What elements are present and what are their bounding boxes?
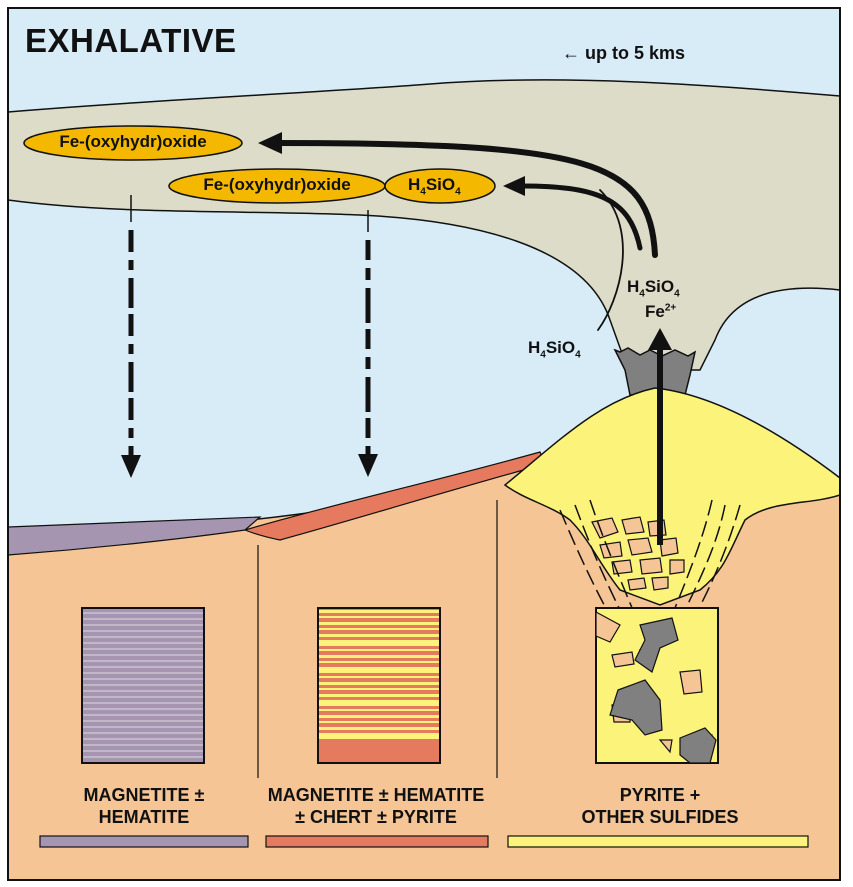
- band-stripe: [318, 718, 440, 721]
- sulfide-mound: [503, 387, 840, 606]
- band-stripe: [318, 661, 440, 663]
- hematite-chert-layer: [243, 451, 546, 541]
- band-stripe: [318, 637, 440, 640]
- band-stripe: [318, 610, 440, 613]
- label-proximal-oxide: Fe-(oxyhydr)oxide: [203, 175, 351, 194]
- band-stripe: [318, 640, 440, 646]
- label-vent-silica: H4SiO4: [627, 277, 680, 300]
- band-stripe: [318, 723, 440, 727]
- band-stripe: [318, 739, 440, 742]
- band-stripe: [318, 622, 440, 625]
- band-stripe: [318, 658, 440, 661]
- legend-bar-magnetite: [39, 835, 249, 848]
- band-stripe: [318, 667, 440, 673]
- label-vent-iron: Fe2+: [645, 302, 677, 321]
- settling-arrow-left: [121, 195, 141, 478]
- band-stripe: [318, 706, 440, 709]
- stockwork-fragments: [591, 516, 685, 591]
- band-stripe: [318, 730, 440, 733]
- band-stripe: [318, 682, 440, 685]
- band-stripe: [318, 651, 440, 655]
- band-stripe: [318, 613, 440, 616]
- legend-swatch-magnetite: [81, 607, 205, 764]
- band-stripe: [318, 700, 440, 706]
- label-plume-silica: H4SiO4: [408, 175, 461, 198]
- depth-note-text: up to 5 kms: [585, 43, 686, 63]
- legend-label-magnetite: MAGNETITE ± HEMATITE: [83, 785, 205, 827]
- band-stripe: [318, 625, 440, 628]
- band-stripe: [318, 697, 440, 700]
- band-stripe: [318, 649, 440, 651]
- arrow-head-upper: [258, 132, 282, 154]
- left-arrow-icon: ←: [562, 43, 580, 63]
- band-stripe: [318, 618, 440, 622]
- band-stripe: [318, 646, 440, 649]
- band-stripe: [318, 709, 440, 711]
- legend-bar-hematite-chert: [265, 835, 489, 848]
- band-stripe: [318, 715, 440, 718]
- label-distal-oxide: Fe-(oxyhydr)oxide: [59, 132, 207, 151]
- band-stripe: [318, 628, 440, 630]
- band-stripe: [318, 630, 440, 634]
- band-stripe: [318, 694, 440, 697]
- band-stripe: [318, 688, 440, 690]
- band-stripe: [318, 663, 440, 667]
- depth-note: ← up to 5 kms: [562, 43, 685, 64]
- pill-silica: [384, 168, 496, 204]
- vent-uplift-arrow-head: [648, 328, 672, 350]
- plume-flow-arrows: [272, 140, 658, 331]
- band-stripe: [318, 616, 440, 618]
- legend-bar-sulfide: [507, 835, 809, 848]
- legend-swatch-sulfide: [595, 607, 719, 764]
- band-stripe: [318, 673, 440, 676]
- legend-label-hematite-chert: MAGNETITE ± HEMATITE ± CHERT ± PYRITE: [267, 785, 485, 827]
- band-stripe: [318, 733, 440, 739]
- band-stripe: [318, 727, 440, 730]
- legend-swatch-hematite-chert: [317, 607, 441, 764]
- band-stripe: [318, 634, 440, 637]
- band-stripe: [318, 721, 440, 723]
- settling-arrow-right: [358, 210, 378, 477]
- band-stripe: [318, 711, 440, 715]
- band-stripe: [318, 655, 440, 658]
- legend-label-sulfide: PYRITE + OTHER SULFIDES: [581, 785, 739, 827]
- pill-distal-oxide: [23, 125, 243, 161]
- diagram-frame: [7, 7, 841, 881]
- band-stripe: [318, 685, 440, 688]
- label-side-silica: H4SiO4: [528, 338, 581, 361]
- page-title: EXHALATIVE: [25, 22, 237, 59]
- band-stripe: [318, 690, 440, 694]
- band-stripe: [318, 676, 440, 678]
- arrow-head-lower: [503, 176, 525, 196]
- band-stripe: [318, 678, 440, 682]
